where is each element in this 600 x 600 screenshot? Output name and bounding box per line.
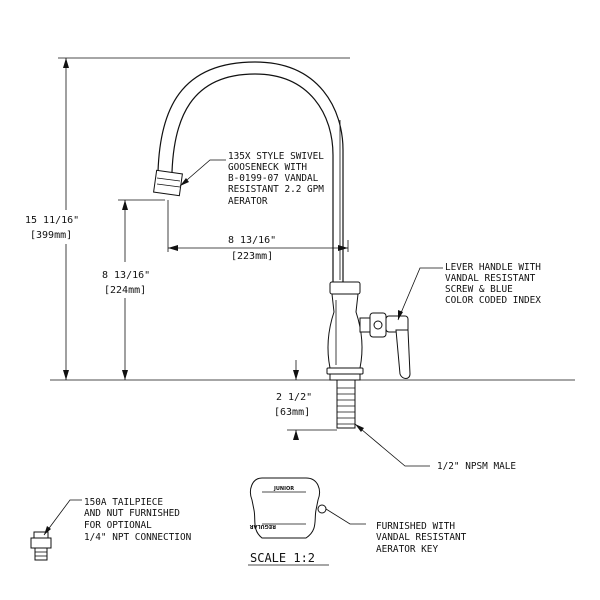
shank	[336, 379, 356, 429]
scale-label: SCALE 1:2	[250, 551, 315, 565]
lever-handle	[359, 312, 411, 379]
callout-npsm: 1/2" NPSM MALE	[354, 423, 516, 472]
callout-aerator-key-line-1: FURNISHED WITH	[376, 521, 455, 532]
callout-lever-line-3: SCREW & BLUE	[445, 284, 513, 295]
gooseneck-spout	[157, 61, 344, 282]
spout-height-mm-label: [224mm]	[104, 285, 146, 296]
callout-npsm-text: 1/2" NPSM MALE	[437, 461, 516, 472]
callout-gooseneck-line-4: RESISTANT 2.2 GPM	[228, 184, 324, 195]
spout-reach-dimension: 8 13/16" [223mm]	[167, 200, 349, 262]
callout-tailpiece-line-1: 150A TAILPIECE	[84, 497, 163, 508]
overall-height-mm-label: [399mm]	[30, 230, 72, 241]
callout-tailpiece: 150A TAILPIECE AND NUT FURNISHED FOR OPT…	[43, 497, 192, 543]
callout-aerator-key-line-3: AERATOR KEY	[376, 544, 438, 555]
callout-tailpiece-line-3: FOR OPTIONAL	[84, 520, 152, 531]
tailpiece	[30, 531, 52, 561]
callout-gooseneck-line-2: GOOSENECK WITH	[228, 162, 307, 173]
spout-height-dimension: 8 13/16" [224mm]	[102, 199, 165, 380]
overall-height-dimension: 15 11/16" [399mm]	[25, 57, 350, 380]
shank-length-dimension: 2 1/2" [63mm]	[274, 360, 337, 440]
callout-lever: LEVER HANDLE WITH VANDAL RESISTANT SCREW…	[397, 262, 541, 321]
callout-lever-line-1: LEVER HANDLE WITH	[445, 262, 541, 273]
callout-aerator-key: FURNISHED WITH VANDAL RESISTANT AERATOR …	[325, 508, 467, 555]
callout-tailpiece-line-2: AND NUT FURNISHED	[84, 508, 180, 519]
callout-tailpiece-line-4: 1/4" NPT CONNECTION	[84, 532, 192, 543]
overall-height-label: 15 11/16"	[25, 215, 79, 226]
callout-aerator-key-line-2: VANDAL RESISTANT	[376, 532, 467, 543]
callout-lever-line-4: COLOR CODED INDEX	[445, 295, 541, 306]
aerator	[153, 169, 183, 197]
callout-gooseneck: 135X STYLE SWIVEL GOOSENECK WITH B-0199-…	[179, 151, 324, 207]
callout-gooseneck-line-1: 135X STYLE SWIVEL	[228, 151, 324, 162]
callout-gooseneck-line-5: AERATOR	[228, 196, 268, 207]
spout-reach-mm-label: [223mm]	[231, 251, 273, 262]
aerator-key: JUNIOR REGULAR	[250, 477, 327, 539]
spout-height-label: 8 13/16"	[102, 270, 150, 281]
key-label-regular: REGULAR	[250, 523, 276, 529]
spout-reach-label: 8 13/16"	[228, 235, 276, 246]
callout-gooseneck-line-3: B-0199-07 VANDAL	[228, 173, 319, 184]
callout-lever-line-2: VANDAL RESISTANT	[445, 273, 536, 284]
shank-length-label: 2 1/2"	[276, 392, 312, 403]
faucet-body	[326, 281, 364, 381]
shank-length-mm-label: [63mm]	[274, 407, 310, 418]
key-label-junior: JUNIOR	[273, 486, 294, 492]
